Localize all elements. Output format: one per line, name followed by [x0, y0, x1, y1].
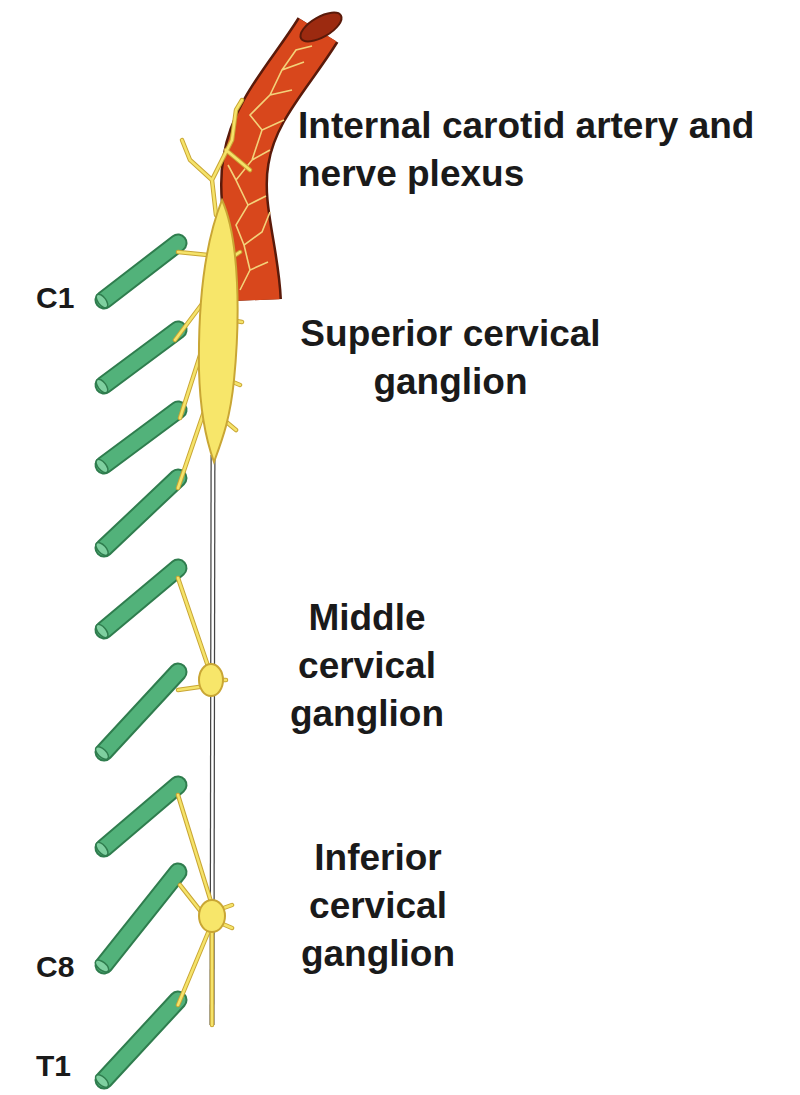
ganglion-label: Middle cervical ganglion	[262, 594, 472, 738]
vertebral-level-label: T1	[36, 1046, 96, 1085]
spinal-nerve-roots	[93, 243, 178, 1089]
vertebral-level-label: C1	[36, 278, 96, 317]
inferior-cervical-ganglion-shape	[199, 900, 225, 932]
ganglion-branches-fill	[175, 100, 250, 1025]
ganglion-branches	[175, 100, 250, 1025]
ganglion-label: Superior cervical ganglion	[258, 310, 643, 406]
artery-label: Internal carotid artery and nerve plexus	[298, 102, 788, 198]
ganglion-label: Inferior cervical ganglion	[272, 834, 484, 978]
vertebral-level-label: C8	[36, 947, 96, 986]
superior-cervical-ganglion-shape	[199, 200, 238, 462]
middle-cervical-ganglion-shape	[199, 664, 223, 696]
